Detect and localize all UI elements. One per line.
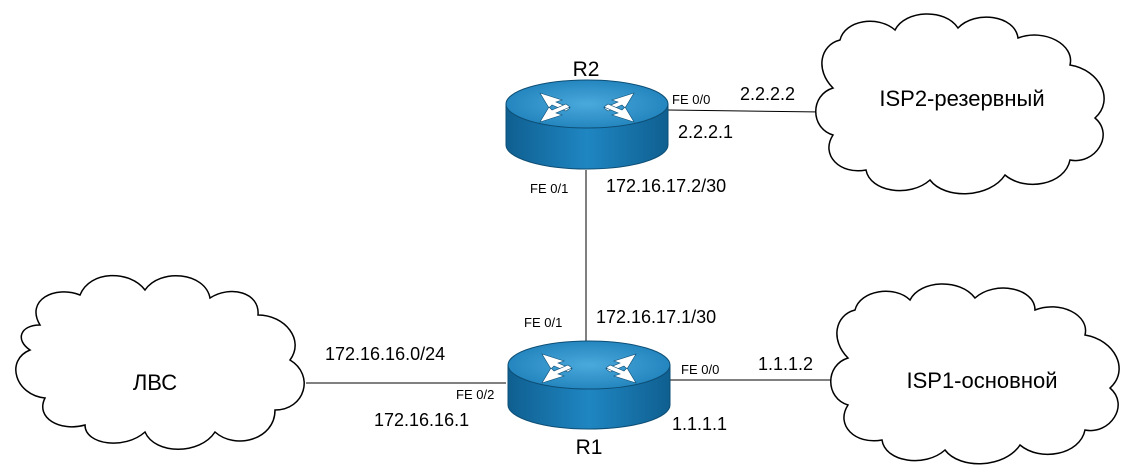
cloud-isp2-label: ISP2-резервный (879, 86, 1044, 111)
r2-isp-ip-label: 2.2.2.2 (740, 84, 795, 104)
r2-fe00-label: FE 0/0 (672, 92, 710, 107)
router-r1-name: R1 (576, 436, 603, 459)
cloud-lan-label: ЛВС (133, 370, 177, 395)
r1-isp-ip-label: 1.1.1.2 (758, 354, 813, 374)
r1-fe01-label: FE 0/1 (524, 315, 562, 330)
router-r1[interactable] (507, 340, 671, 430)
r2-link-ip-label: 172.16.17.2/30 (606, 176, 726, 196)
router-r2[interactable] (505, 79, 669, 170)
cloud-isp1-label: ISP1-основной (906, 368, 1057, 393)
router-arrows-icon (539, 92, 635, 123)
r1-fe00-label: FE 0/0 (681, 362, 719, 377)
r1-local-ip-label: 1.1.1.1 (672, 414, 727, 434)
router-r2-name: R2 (573, 58, 600, 81)
r1-link-ip-label: 172.16.17.1/30 (596, 307, 716, 327)
link-r2-isp2 (667, 109, 823, 113)
lan-network-label: 172.16.16.0/24 (325, 344, 445, 364)
r2-local-ip-label: 2.2.2.1 (678, 122, 733, 142)
cloud-lan: ЛВС (15, 274, 305, 450)
r2-fe01-label: FE 0/1 (530, 181, 568, 196)
r1-lan-ip-label: 172.16.16.1 (374, 410, 469, 430)
router-arrows-icon (541, 353, 637, 384)
r1-fe02-label: FE 0/2 (456, 387, 494, 402)
cloud-isp2: ISP2-резервный (815, 13, 1105, 195)
cloud-isp1: ISP1-основной (830, 283, 1120, 465)
